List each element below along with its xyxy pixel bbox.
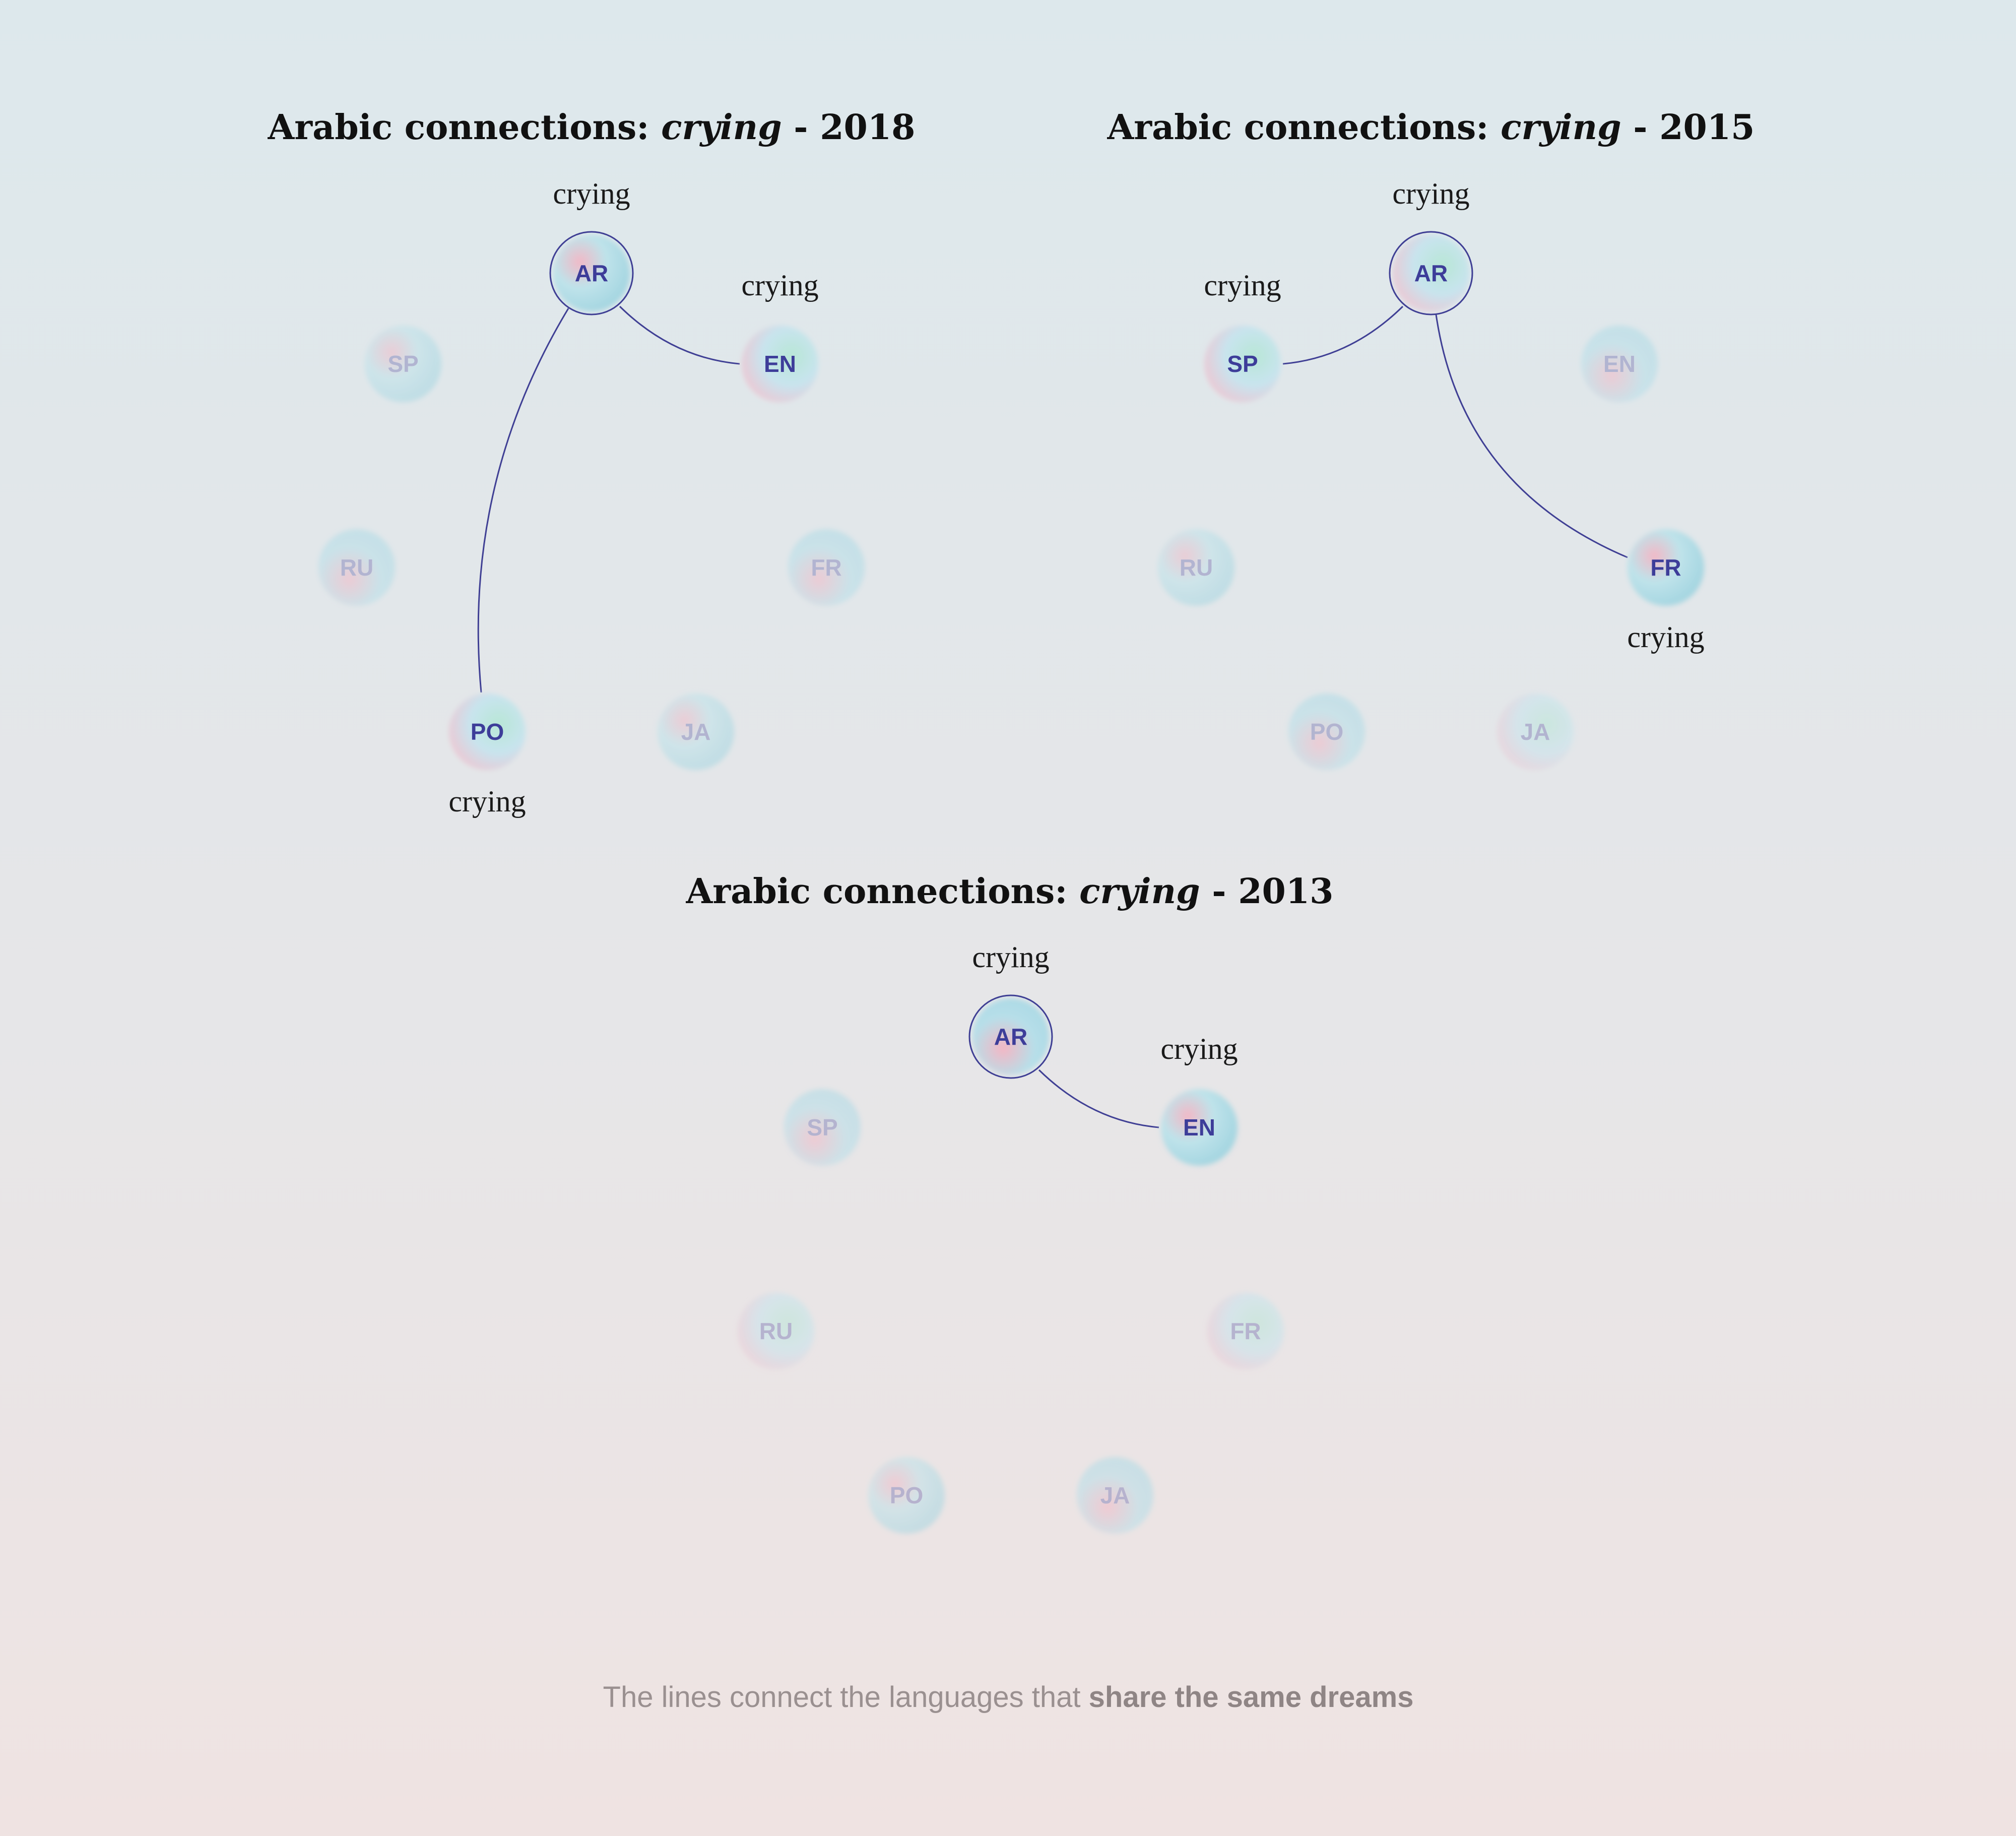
diagram-title-2018: Arabic connections: crying - 2018 [268, 107, 916, 148]
node-blob [1207, 1293, 1284, 1369]
node-code-label: RU [340, 554, 373, 581]
node-code-label: JA [681, 719, 711, 745]
language-nodes-2013: AR EN FR JA PO RU SP [738, 994, 1284, 1534]
source-ring [968, 994, 1053, 1079]
diagram-2013: Arabic connections: crying - 2013 AR EN FR… [686, 871, 1334, 1534]
node-blob [868, 1457, 945, 1534]
connection-lines-2015 [1282, 305, 1628, 558]
node-code-label: FR [1230, 1318, 1261, 1344]
node-sp: SP [784, 1089, 861, 1166]
word-label-en: crying [741, 269, 818, 302]
node-code-label: JA [1100, 1482, 1130, 1508]
node-code-label: PO [471, 719, 504, 745]
node-code-label: PO [1310, 719, 1343, 745]
source-ring [549, 231, 634, 315]
node-blob [449, 693, 526, 770]
node-blob [1077, 1457, 1153, 1534]
node-blob [742, 326, 818, 402]
node-ar: AR [1389, 231, 1473, 315]
word-labels-2015: crying crying crying [1204, 177, 1704, 654]
word-label-sp: crying [1204, 269, 1281, 302]
node-ja: JA [658, 693, 734, 770]
diagram-2018: Arabic connections: crying - 2018 AR EN FR… [268, 107, 916, 818]
node-code-label: PO [890, 1482, 923, 1508]
node-blob [784, 1089, 861, 1166]
node-code-label: EN [1183, 1114, 1215, 1141]
node-blob [1497, 693, 1574, 770]
node-blob [1393, 235, 1469, 311]
node-ar: AR [968, 994, 1053, 1079]
node-fr: FR [1628, 529, 1704, 606]
node-ja: JA [1077, 1457, 1153, 1534]
node-en: EN [1161, 1089, 1238, 1166]
connection-lines-2018 [477, 305, 740, 693]
link-ar-sp [1282, 305, 1404, 365]
node-blob [972, 998, 1049, 1075]
node-blob [318, 529, 395, 606]
word-labels-2013: crying crying [972, 940, 1238, 1065]
diagram-2015: Arabic connections: crying - 2015 AR EN FR… [1107, 107, 1755, 770]
node-blob [658, 693, 734, 770]
node-blob [1628, 529, 1704, 606]
source-ring [1389, 231, 1473, 315]
word-label-ar: crying [1392, 177, 1469, 210]
connection-lines-2013 [1038, 1069, 1159, 1128]
word-label-po: crying [448, 785, 526, 818]
diagram-title-2015: Arabic connections: crying - 2015 [1107, 107, 1755, 148]
node-ru: RU [318, 529, 395, 606]
link-ar-en [1038, 1069, 1159, 1128]
node-code-label: RU [1180, 554, 1213, 581]
node-code-label: EN [1603, 351, 1636, 377]
node-blob [738, 1293, 814, 1369]
link-ar-po [477, 308, 569, 693]
language-nodes-2015: AR EN FR JA PO RU SP [1158, 231, 1704, 770]
node-ja: JA [1497, 693, 1574, 770]
node-blob [1288, 693, 1365, 770]
node-blob [1158, 529, 1234, 606]
node-code-label: FR [811, 554, 841, 581]
link-ar-en [619, 305, 740, 365]
legend-caption: The lines connect the languages that sha… [603, 1681, 1414, 1714]
node-code-label: AR [1414, 260, 1448, 286]
node-code-label: AR [575, 260, 608, 286]
word-labels-2018: crying crying crying [448, 177, 818, 818]
node-blob [1204, 326, 1281, 402]
node-po: PO [868, 1457, 945, 1534]
word-label-fr: crying [1627, 620, 1704, 654]
language-nodes-2018: AR EN FR JA PO RU SP [318, 231, 865, 770]
node-code-label: JA [1521, 719, 1550, 745]
node-code-label: SP [807, 1114, 837, 1141]
node-fr: FR [788, 529, 865, 606]
node-blob [1161, 1089, 1238, 1166]
word-label-ar: crying [972, 940, 1049, 974]
node-en: EN [742, 326, 818, 402]
node-po: PO [449, 693, 526, 770]
diagram-title-2013: Arabic connections: crying - 2013 [686, 871, 1334, 912]
node-blob [365, 326, 441, 402]
word-label-ar: crying [553, 177, 630, 210]
node-code-label: RU [759, 1318, 793, 1344]
node-sp: SP [1204, 326, 1281, 402]
node-code-label: SP [387, 351, 418, 377]
node-code-label: AR [994, 1024, 1027, 1050]
node-code-label: EN [764, 351, 796, 377]
node-code-label: SP [1227, 351, 1258, 377]
node-po: PO [1288, 693, 1365, 770]
node-sp: SP [365, 326, 441, 402]
node-en: EN [1581, 326, 1658, 402]
word-label-en: crying [1160, 1032, 1238, 1065]
node-ar: AR [549, 231, 634, 315]
node-ru: RU [1158, 529, 1234, 606]
node-ru: RU [738, 1293, 814, 1369]
link-ar-fr [1435, 314, 1628, 558]
node-fr: FR [1207, 1293, 1284, 1369]
node-blob [553, 235, 630, 311]
node-code-label: FR [1650, 554, 1681, 581]
node-blob [1581, 326, 1658, 402]
node-blob [788, 529, 865, 606]
